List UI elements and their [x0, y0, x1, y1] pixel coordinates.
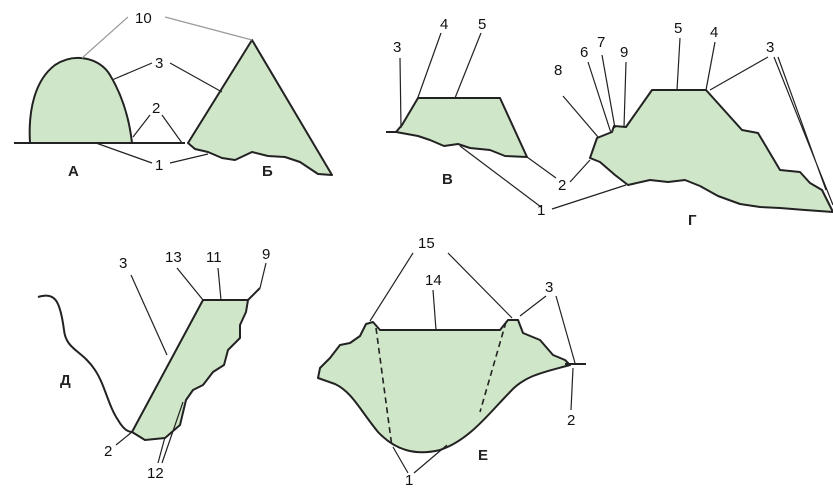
label-12-d: 12: [147, 465, 164, 482]
label-9-d: 9: [262, 246, 270, 263]
label-3-ab: 3: [155, 55, 163, 72]
leader-1-g: [551, 184, 627, 210]
figure-label-v: В: [442, 171, 453, 188]
label-14-e: 14: [425, 272, 442, 289]
figure-a: [14, 57, 185, 144]
leader-2-v: [526, 156, 557, 179]
leader-1-ab: [95, 142, 209, 164]
leader-1-e: [392, 444, 448, 474]
leader-5-g: [676, 37, 681, 91]
leader-15-e: [369, 252, 513, 322]
leader-2-e: [570, 367, 574, 411]
leader-4-g: [705, 41, 716, 91]
figure-g: [589, 89, 833, 213]
label-5-g: 5: [674, 20, 682, 37]
label-2-e: 2: [567, 412, 575, 429]
label-2-v: 2: [558, 177, 566, 194]
leader-11-d: [217, 267, 222, 301]
label-1-ab: 1: [155, 157, 163, 174]
figure-label-d: Д: [60, 372, 71, 389]
mound-a-shape: [28, 57, 133, 144]
label-8-g: 8: [554, 62, 562, 79]
label-10: 10: [135, 10, 152, 27]
leader-13-d: [176, 267, 204, 301]
figure-label-a: А: [68, 163, 79, 180]
label-2-d: 2: [104, 443, 112, 460]
leader-1-v: [459, 145, 542, 208]
peak-b-shape: [187, 39, 333, 176]
label-1-v: 1: [537, 202, 545, 219]
terrace-g-shape: [589, 89, 833, 213]
leader-3-e: [519, 295, 576, 364]
figure-v: [386, 97, 528, 158]
leader-6-g: [587, 61, 612, 134]
figure-label-b: Б: [262, 163, 273, 180]
label-7-g: 7: [597, 34, 605, 51]
figure-e: [317, 319, 586, 454]
label-4-g: 4: [710, 24, 718, 41]
leaders-d: [115, 262, 267, 464]
leader-3-g: [709, 56, 833, 206]
label-2-ab: 2: [152, 100, 160, 117]
label-5-v: 5: [478, 16, 486, 33]
valley-side-d: [37, 294, 133, 433]
label-1-e: 1: [405, 472, 413, 489]
figure-d: [37, 287, 261, 441]
figure-label-g: Г: [688, 212, 697, 229]
terrace-v-shape: [395, 97, 528, 158]
edge-9-d: [247, 287, 261, 301]
leader-5-v: [454, 32, 482, 99]
leader-14-e: [432, 289, 437, 331]
label-6-g: 6: [580, 44, 588, 61]
leader-2-ab: [132, 114, 183, 144]
leader-8-g: [562, 95, 599, 138]
label-4-v: 4: [440, 16, 448, 33]
label-11-d: 11: [206, 249, 222, 266]
label-15-e: 15: [418, 235, 435, 252]
leader-3-ab: [111, 62, 223, 93]
leader-2-d: [115, 431, 133, 446]
leader-7-g: [601, 54, 616, 129]
label-3-v: 3: [393, 39, 401, 56]
label-3-d: 3: [119, 255, 127, 272]
leader-10: [81, 16, 253, 59]
label-13-d: 13: [165, 249, 182, 266]
label-3-e: 3: [545, 279, 553, 296]
leaders-e: [369, 252, 576, 474]
leader-9-g: [623, 61, 627, 128]
terrace-d-shape: [131, 299, 249, 441]
leader-4-v: [416, 32, 442, 101]
label-9-g: 9: [620, 44, 628, 61]
leaders-a-b: [81, 16, 253, 164]
leader-3-d: [130, 274, 168, 356]
dashed-line-left-e: [375, 327, 393, 448]
dashed-line-right-e: [479, 321, 507, 413]
label-3-g: 3: [766, 39, 774, 56]
leaders-v: [399, 32, 557, 208]
leader-2-g: [569, 159, 591, 183]
valley-e-shape: [317, 319, 571, 454]
leaders-g: [551, 37, 833, 210]
leader-12-d: [157, 401, 184, 464]
leader-3-v: [399, 57, 402, 129]
figure-b: [187, 39, 333, 176]
leader-9-d: [259, 262, 267, 289]
figure-label-e: Е: [478, 447, 488, 464]
labels: 10 3 2 1 А Б 3 4 5 2 1 В 8 6 7 9 5 4 3 Г…: [60, 10, 774, 489]
